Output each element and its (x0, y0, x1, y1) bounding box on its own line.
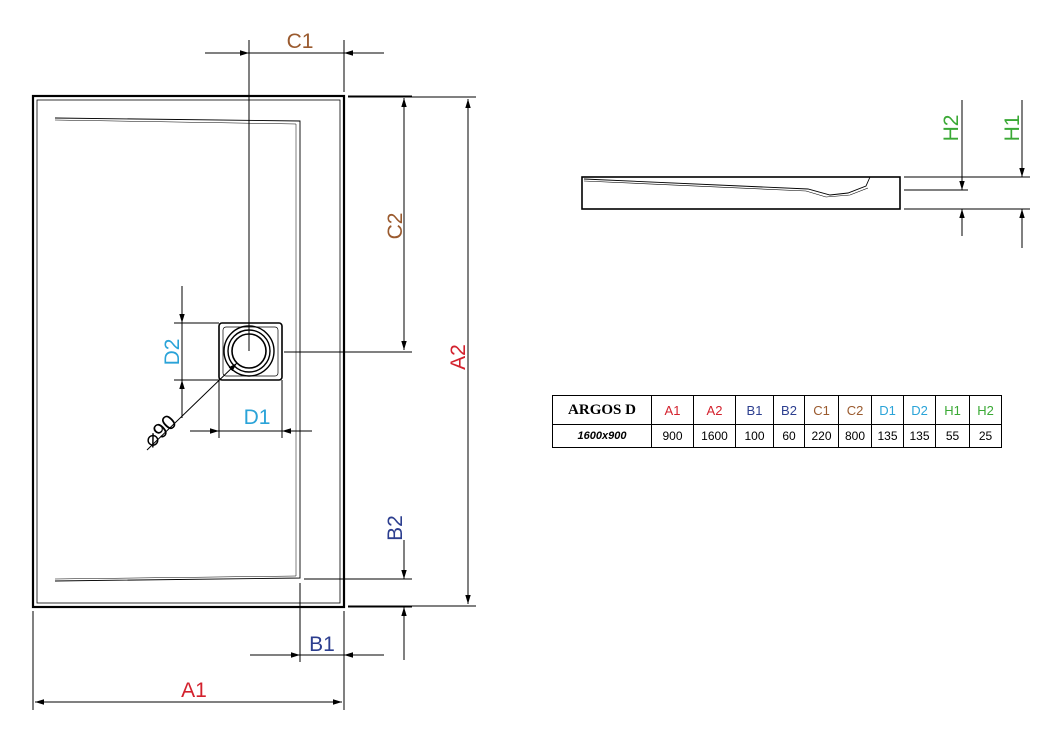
dimensions-table: ARGOS D A1 A2 B1 B2 C1 C2 D1 D2 H1 H2 16… (552, 395, 1002, 448)
label-a2: A2 (447, 344, 470, 370)
table-value-b2: 60 (773, 424, 805, 448)
table-header-h2: H2 (969, 395, 1002, 425)
label-b2: B2 (384, 515, 407, 541)
table-value-row: 1600x900 900 1600 100 60 220 800 135 135… (552, 424, 1002, 448)
table-value-b1: 100 (735, 424, 774, 448)
drain (218, 322, 283, 381)
table-size-cell: 1600x900 (552, 424, 652, 448)
label-b1: B1 (309, 633, 335, 656)
table-header-c2: C2 (838, 395, 872, 425)
diameter-leader (146, 362, 238, 451)
label-diameter: ⌀90 (140, 411, 182, 453)
label-d1: D1 (244, 406, 271, 429)
tray-slope-line-inner (54, 119, 297, 580)
side-profile-outline (581, 176, 901, 210)
table-value-d2: 135 (903, 424, 936, 448)
table-header-d2: D2 (903, 395, 936, 425)
table-header-a1: A1 (651, 395, 694, 425)
drain-square (218, 322, 283, 381)
dimension-lines (32, 40, 476, 710)
side-profile-slope-inner (583, 180, 869, 198)
table-header-a2: A2 (693, 395, 736, 425)
dimension-labels: C1 C2 A2 D2 D1 ⌀90 B2 B1 A1 (140, 30, 470, 702)
label-d2: D2 (161, 339, 184, 366)
table-header-row: ARGOS D A1 A2 B1 B2 C1 C2 D1 D2 H1 H2 (552, 395, 1002, 425)
side-view-labels: H2 H1 (940, 115, 1024, 142)
label-h1: H1 (1001, 115, 1024, 142)
table-value-a1: 900 (651, 424, 694, 448)
table-header-b1: B1 (735, 395, 774, 425)
table-value-c1: 220 (804, 424, 839, 448)
table-value-d1: 135 (871, 424, 904, 448)
table-model-cell: ARGOS D (552, 395, 652, 425)
table-header-h1: H1 (935, 395, 970, 425)
label-a1: A1 (181, 679, 207, 702)
side-profile-slope (583, 176, 871, 196)
table-value-h2: 25 (969, 424, 1002, 448)
table-value-h1: 55 (935, 424, 970, 448)
label-c2: C2 (384, 213, 407, 240)
label-c1: C1 (287, 30, 314, 53)
table-header-c1: C1 (804, 395, 839, 425)
table-header-d1: D1 (871, 395, 904, 425)
table-header-b2: B2 (773, 395, 805, 425)
table-value-c2: 800 (838, 424, 872, 448)
tray-side-view (581, 100, 1030, 248)
tray-slope-line (54, 117, 301, 582)
label-h2: H2 (940, 115, 963, 142)
table-value-a2: 1600 (693, 424, 736, 448)
